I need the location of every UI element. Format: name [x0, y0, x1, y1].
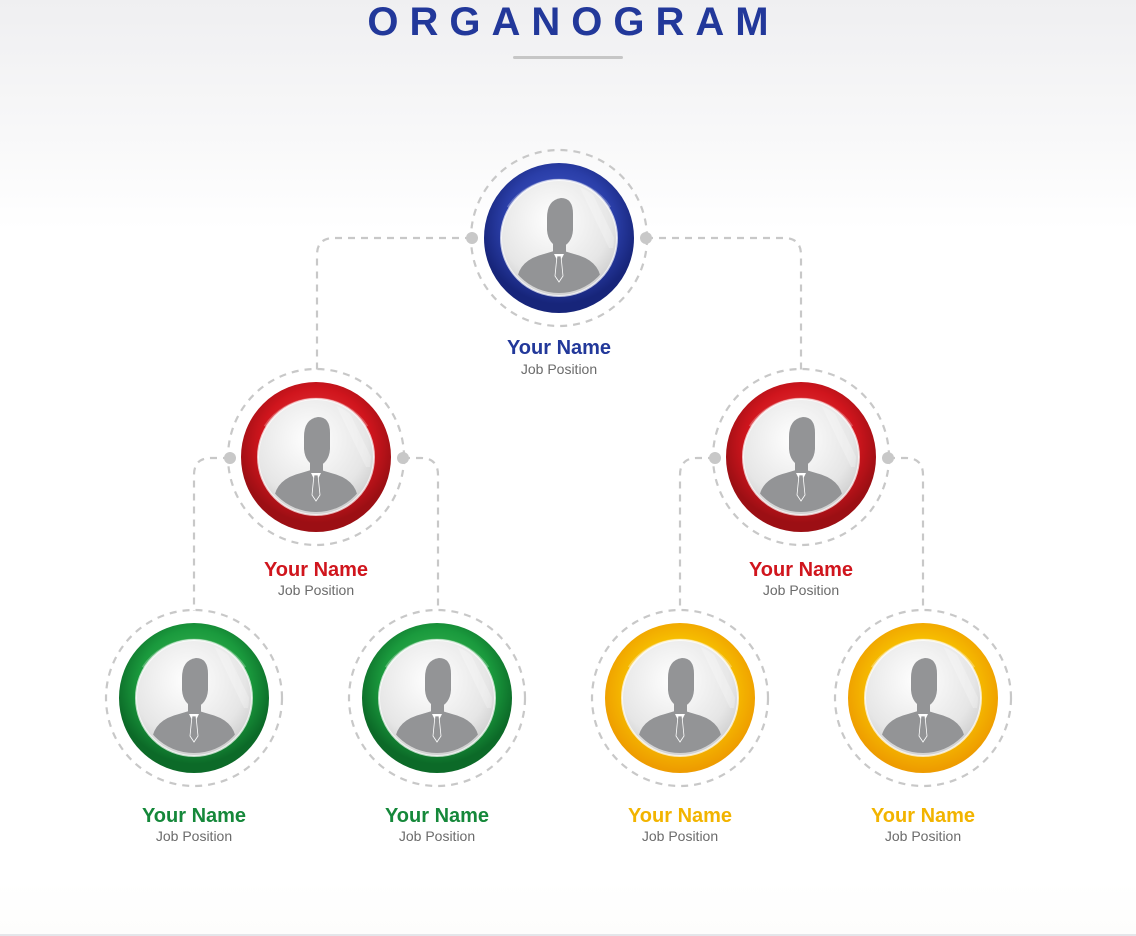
avatar-ring-red — [226, 367, 406, 547]
connector-mid-right-to-bottom-4 — [888, 456, 925, 611]
avatar-ring-green — [104, 608, 284, 788]
title-underline — [513, 56, 623, 59]
org-node-bottom-3[interactable]: Your Name Job Position — [590, 608, 770, 858]
node-position: Job Position — [884, 828, 962, 844]
node-position: Job Position — [398, 828, 476, 844]
org-node-mid-right[interactable]: Your Name Job Position — [711, 367, 891, 617]
node-name: Your Name — [384, 805, 490, 827]
bottom-border — [0, 934, 1136, 936]
node-position: Job Position — [277, 582, 355, 598]
node-name: Your Name — [506, 337, 612, 359]
connector-mid-left-to-bottom-2 — [403, 456, 440, 611]
org-node-bottom-1[interactable]: Your Name Job Position — [104, 608, 284, 858]
connector-mid-right-to-bottom-3 — [678, 456, 715, 611]
node-position: Job Position — [641, 828, 719, 844]
org-node-bottom-4[interactable]: Your Name Job Position — [833, 608, 1013, 858]
node-name: Your Name — [141, 805, 247, 827]
org-node-top[interactable]: Your Name Job Position — [469, 148, 649, 398]
org-node-mid-left[interactable]: Your Name Job Position — [226, 367, 406, 617]
avatar-ring-red — [711, 367, 891, 547]
page-title: ORGANOGRAM — [367, 0, 780, 44]
node-position: Job Position — [762, 582, 840, 598]
node-name: Your Name — [748, 559, 854, 581]
avatar-ring-yellow — [590, 608, 770, 788]
connector-mid-left-to-bottom-1 — [192, 456, 230, 611]
org-node-bottom-2[interactable]: Your Name Job Position — [347, 608, 527, 858]
node-position: Job Position — [520, 361, 598, 377]
avatar-ring-yellow — [833, 608, 1013, 788]
avatar-ring-blue — [469, 148, 649, 328]
node-name: Your Name — [263, 559, 369, 581]
avatar-ring-green — [347, 608, 527, 788]
node-position: Job Position — [155, 828, 233, 844]
node-name: Your Name — [870, 805, 976, 827]
node-name: Your Name — [627, 805, 733, 827]
